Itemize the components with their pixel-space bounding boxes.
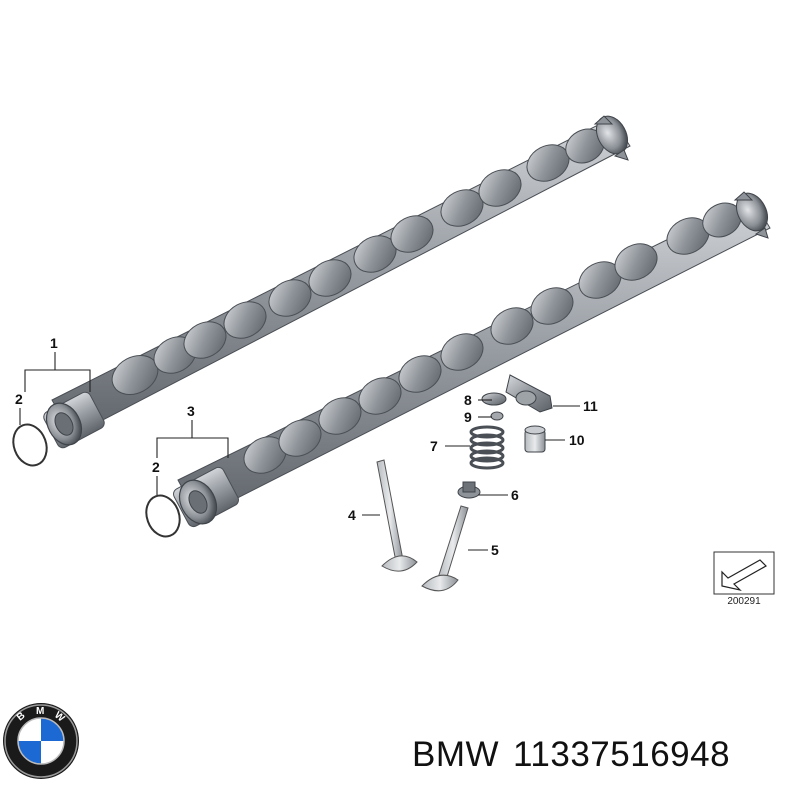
camshaft-intake-rear-end [593, 115, 629, 161]
leader-lines [19, 352, 580, 551]
logo-letter-m: M [36, 706, 44, 717]
camshaft-intake-lobes [111, 128, 605, 395]
diagram-code: 200291 [727, 596, 761, 607]
camshaft-exhaust [173, 191, 771, 528]
camshaft-intake-front-end [43, 391, 105, 449]
camshaft-exhaust-rear-end [733, 191, 769, 239]
intake-valve [376, 459, 418, 572]
callout-1: 1 [50, 335, 58, 351]
callout-3: 3 [187, 403, 195, 419]
callout-2-upper: 2 [15, 391, 23, 407]
sealing-ring-upper [12, 423, 48, 467]
arrow-icon [721, 559, 767, 592]
valve-keeper [490, 411, 504, 421]
camshaft-exhaust-lobes [243, 202, 742, 474]
callout-7: 7 [430, 438, 438, 454]
callout-6: 6 [511, 487, 519, 503]
exhaust-valve [421, 505, 469, 592]
part-number-caption: BMW 11337516948 [412, 735, 730, 775]
callout-8: 8 [464, 392, 472, 408]
roller-rocker-arm [505, 374, 553, 413]
callout-9: 9 [464, 409, 472, 425]
valve-spring-retainer [481, 392, 507, 406]
sealing-ring-lower [145, 494, 181, 538]
callout-labels: 1 2 3 2 4 5 6 7 8 9 10 11 [15, 335, 598, 558]
callout-5: 5 [491, 542, 499, 558]
diagram-reference-box [713, 551, 775, 595]
valve-stem-seal [457, 481, 481, 499]
callout-2-lower: 2 [152, 459, 160, 475]
callout-10: 10 [569, 432, 585, 448]
callout-11: 11 [583, 398, 598, 414]
camshaft-intake [43, 115, 631, 449]
part-number: 11337516948 [513, 735, 731, 774]
bmw-logo: B M W [3, 703, 79, 779]
hydraulic-lash-adjuster [524, 425, 546, 453]
valve-spring [469, 425, 505, 470]
part-brand: BMW [412, 735, 500, 774]
camshaft-exhaust-front-end [173, 466, 239, 528]
callout-4: 4 [348, 507, 356, 523]
